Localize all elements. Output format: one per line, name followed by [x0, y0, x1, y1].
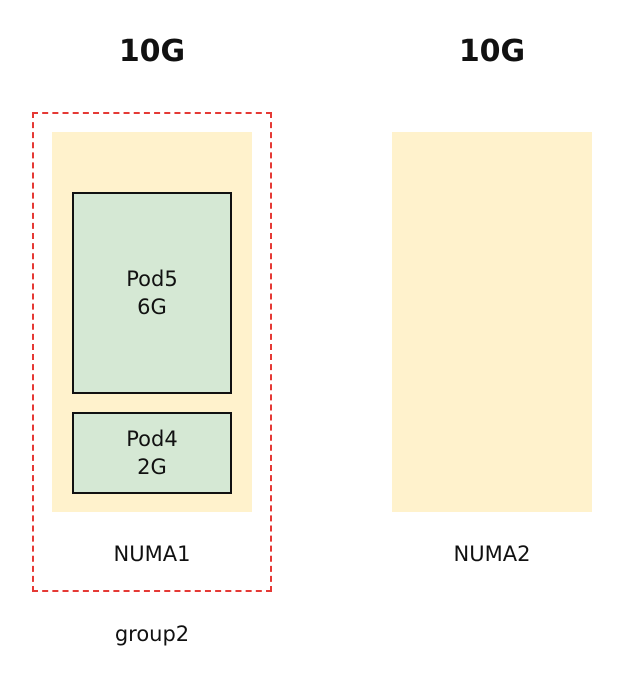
pod5-name: Pod5 — [126, 267, 178, 291]
numa1-label: NUMA1 — [113, 542, 191, 566]
numa1-capacity: 10G — [118, 34, 186, 69]
numa2-label: NUMA2 — [453, 542, 531, 566]
pod4-size: 2G — [137, 455, 167, 479]
pod5-size: 6G — [137, 295, 167, 319]
numa2-capacity: 10G — [458, 34, 526, 69]
group-outline — [32, 112, 272, 592]
group-label: group2 — [114, 622, 190, 646]
numa2-node — [392, 132, 592, 512]
pod4-name: Pod4 — [126, 427, 178, 451]
pod5-block: Pod5 6G — [72, 192, 232, 394]
pod4-block: Pod4 2G — [72, 412, 232, 494]
